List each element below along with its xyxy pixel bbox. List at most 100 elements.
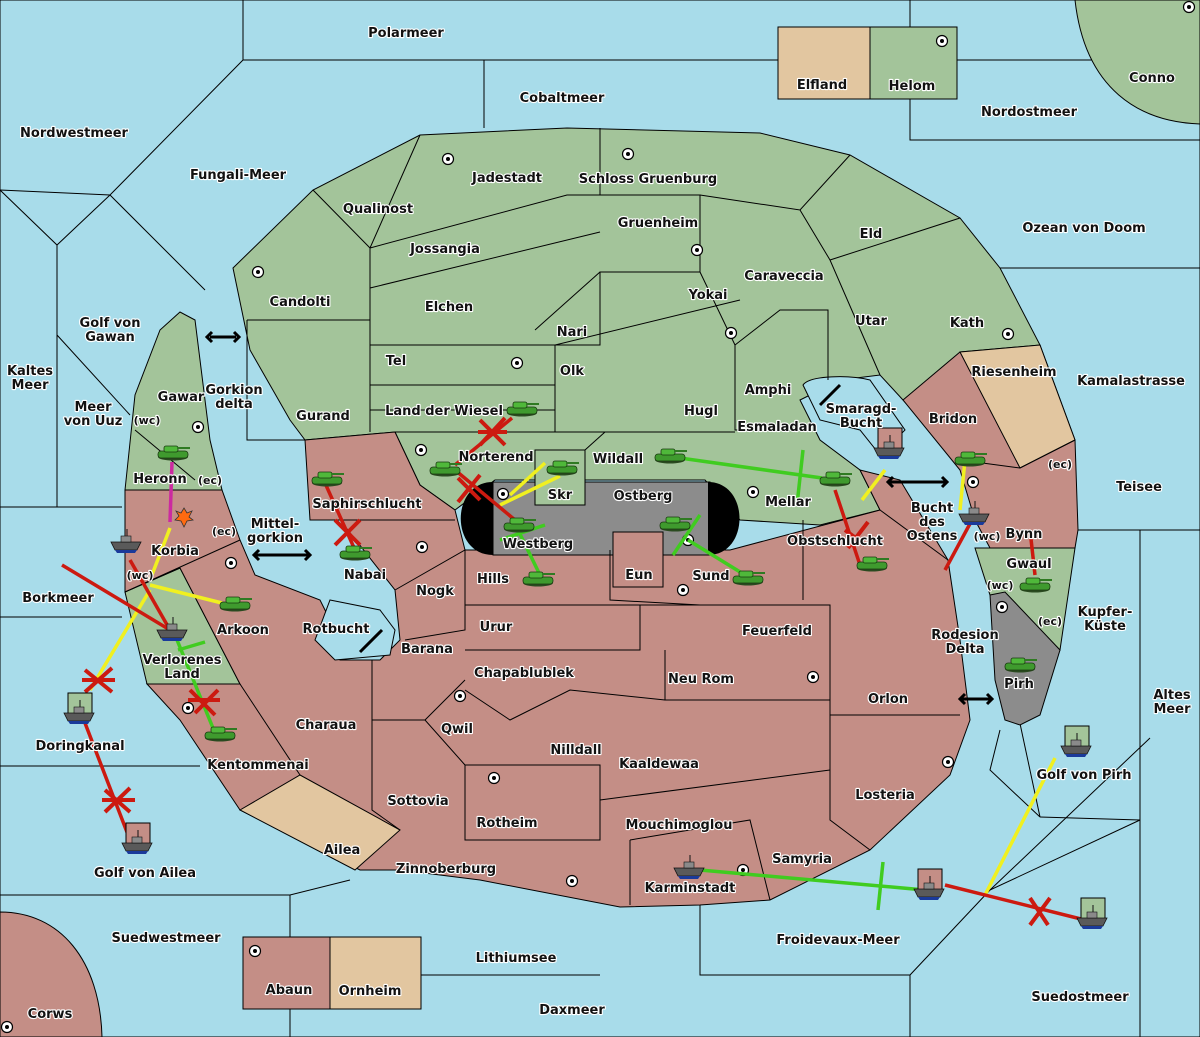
label-kamalastrasse: Kamalastrasse [1077, 374, 1185, 389]
label-coast-korbia-ec: (ec) [212, 525, 236, 538]
supply-center-icon [966, 475, 980, 489]
region-elfland[interactable] [777, 26, 871, 100]
label-suedostmeer: Suedostmeer [1031, 990, 1129, 1005]
retreat-order [168, 461, 174, 523]
units [63, 401, 1108, 930]
label-neu-rom: Neu Rom [668, 672, 734, 687]
supply-center-icon [415, 540, 429, 554]
region-corws[interactable] [0, 911, 103, 1037]
supply-center-icon [181, 701, 195, 715]
label-jossangia: Jossangia [409, 242, 480, 257]
label-orlon: Orlon [868, 692, 908, 707]
label-wildall: Wildall [593, 452, 643, 467]
label-nordostmeer: Nordostmeer [981, 105, 1078, 120]
label-suedwestmeer: Suedwestmeer [111, 931, 221, 946]
label-qualinost: Qualinost [343, 202, 413, 217]
supply-center-icon [621, 147, 635, 161]
supply-center-icon [496, 487, 510, 501]
label-bucht-des-ostens-3: Ostens [907, 529, 958, 544]
label-land-der-wiesel: Land der Wiesel [385, 404, 503, 419]
label-kaaldewaa: Kaaldewaa [619, 757, 699, 772]
label-utar: Utar [855, 314, 888, 329]
region-eun[interactable] [612, 531, 664, 588]
label-sund: Sund [692, 569, 729, 584]
supply-center-icon [414, 443, 428, 457]
canal-arrows [204, 330, 995, 706]
supply-center-icon [565, 874, 579, 888]
label-gruenheim: Gruenheim [618, 216, 698, 231]
supply-center-icon [251, 265, 265, 279]
label-golf-von-ailea: Golf von Ailea [94, 866, 196, 881]
cross-mark-icon [1028, 896, 1052, 927]
label-arkoon: Arkoon [217, 623, 269, 638]
label-bucht-des-ostens-2: des [919, 515, 945, 530]
label-norterend: Norterend [458, 450, 533, 465]
label-jadestadt: Jadestadt [471, 171, 542, 186]
label-losteria: Losteria [855, 788, 915, 803]
label-kupfer-kuste: Kupfer- [1078, 605, 1133, 620]
label-rodesion-delta-2: Delta [945, 642, 984, 657]
label-cobaltmeer: Cobaltmeer [520, 91, 605, 106]
label-hills: Hills [477, 572, 509, 587]
label-mittelgorkion-2: gorkion [247, 531, 303, 546]
supply-center-icon [746, 485, 760, 499]
label-abaun: Abaun [266, 983, 313, 998]
supply-center-icon [0, 1020, 14, 1034]
impassable-east [708, 482, 740, 555]
supply-center-icon [191, 420, 205, 434]
label-obstschlucht: Obstschlucht [787, 534, 883, 549]
label-kaltes-meer-2: Meer [12, 378, 50, 393]
label-mittelgorkion: Mittel- [251, 517, 300, 532]
label-lithiumsee: Lithiumsee [476, 951, 557, 966]
label-qwil: Qwil [441, 722, 473, 737]
double-arrow-icon [957, 692, 995, 706]
cross-mark-icon [188, 688, 220, 717]
label-karminstadt: Karminstadt [645, 881, 736, 896]
label-golf-von-gawan-2: Gawan [85, 330, 134, 345]
label-riesenheim: Riesenheim [971, 365, 1056, 380]
label-altes-meer: Altes [1153, 688, 1191, 703]
double-arrow-icon [818, 383, 842, 407]
label-smaragd-bucht: Smaragd- [826, 402, 897, 417]
label-candolti: Candolti [270, 295, 331, 310]
double-arrow-icon [885, 475, 950, 489]
land-borders [124, 128, 1076, 905]
label-charaua: Charaua [296, 718, 357, 733]
label-ailea: Ailea [324, 843, 361, 858]
label-skr: Skr [548, 488, 573, 503]
label-caraveccia: Caraveccia [744, 269, 823, 284]
label-kentommenai: Kentommenai [207, 758, 308, 773]
explosion-icon [174, 507, 194, 528]
failed-move-orders [61, 416, 1086, 922]
double-arrow-icon [204, 330, 242, 344]
label-golf-von-pirh: Golf von Pirh [1036, 768, 1131, 783]
sea-rotbucht[interactable] [314, 599, 396, 661]
orders [61, 416, 1086, 927]
label-amphi: Amphi [745, 383, 792, 398]
supply-center-icon [935, 34, 949, 48]
label-fungali-meer: Fungali-Meer [190, 168, 287, 183]
label-coast-bynn-ec: (ec) [1048, 458, 1072, 471]
cross-mark-icon [478, 416, 507, 447]
region-conno[interactable] [1074, 0, 1200, 125]
region-ornheim[interactable] [329, 936, 422, 1010]
label-coast-gwaul-ec: (ec) [1038, 615, 1062, 628]
label-coast-korbia-wc: (wc) [127, 569, 154, 582]
label-nabai: Nabai [344, 568, 386, 583]
supply-center-icon [487, 771, 501, 785]
label-coast-gawar-wc: (wc) [134, 414, 161, 427]
label-nogk: Nogk [416, 584, 454, 599]
supply-center-icon [1001, 327, 1015, 341]
double-arrow-icon [358, 628, 384, 654]
double-arrow-icon [251, 548, 313, 562]
label-westberg: Westberg [503, 537, 573, 552]
impassable-west [460, 482, 493, 555]
cross-mark-icon [843, 520, 870, 550]
supply-center-icon [724, 326, 738, 340]
label-schloss-gruenburg: Schloss Gruenburg [579, 172, 717, 187]
label-ornheim: Ornheim [339, 984, 402, 999]
supply-center-icon [441, 152, 455, 166]
label-olk: Olk [560, 364, 585, 379]
label-zinnoberburg: Zinnoberburg [396, 862, 496, 877]
label-doringkanal: Doringkanal [35, 739, 124, 754]
